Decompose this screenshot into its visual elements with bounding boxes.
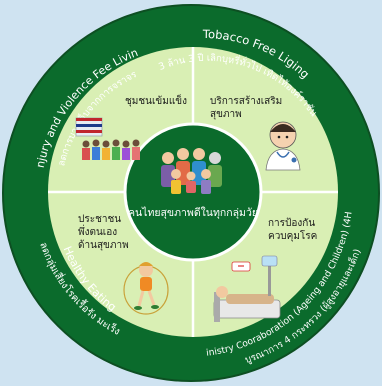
doctor-icon (265, 121, 301, 171)
quadrant-bottom-right-label: การป้องกัน ควบคุมโรค (268, 217, 318, 242)
family-icon (161, 148, 222, 194)
quadrant-bottom-left-label: ประชาชน พึ่งตนเอง ด้านสุขภาพ (78, 214, 129, 251)
community-crowd-icon (75, 117, 140, 160)
quadrant-top-right-label: บริการสร้างเสริม สุขภาพ (210, 95, 285, 120)
quadrant-top-left-label: ชุมชนเข้มแข็ง (125, 93, 187, 107)
center-label: คนไทยสุขภาพดีในทุกกลุ่มวัย (128, 206, 258, 219)
skipping-child-icon (123, 262, 169, 315)
hospital-patient-icon (213, 255, 281, 322)
